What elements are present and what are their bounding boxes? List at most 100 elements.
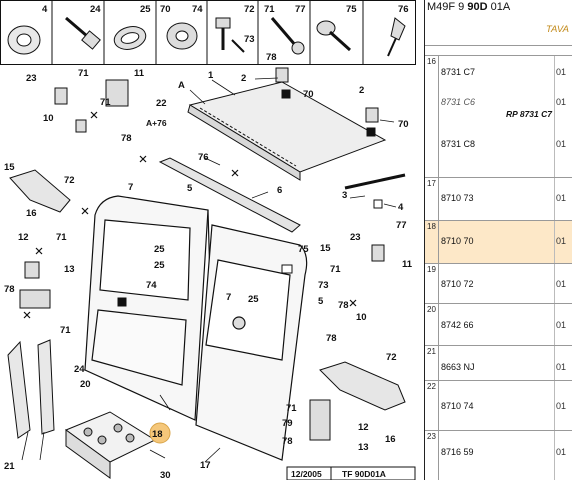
svg-text:72: 72 — [64, 175, 75, 186]
row-number: 23 — [427, 432, 436, 441]
svg-text:72: 72 — [244, 4, 255, 15]
svg-text:25: 25 — [154, 260, 165, 271]
part-qty: 01 — [556, 97, 567, 107]
svg-text:3: 3 — [342, 190, 347, 201]
svg-text:74: 74 — [192, 4, 203, 15]
svg-text:78: 78 — [282, 436, 293, 447]
svg-text:77: 77 — [295, 4, 306, 15]
table-row[interactable]: 22 8710 74 01 — [425, 380, 572, 430]
part-qty: 01 — [556, 401, 567, 411]
table-row[interactable]: 23 8716 59 01 — [425, 430, 572, 480]
svg-text:25: 25 — [140, 4, 151, 15]
part-qty: 01 — [556, 193, 567, 203]
column-divider — [438, 346, 439, 380]
table-row[interactable]: 21 8663 NJ 01 — [425, 345, 572, 380]
svg-text:2: 2 — [359, 85, 364, 96]
svg-text:71: 71 — [56, 232, 67, 243]
diagram-labels: 1 2 A 70 2 70 4 77 3 6 76 22 A+76 23 71 … — [4, 68, 413, 480]
column-divider — [554, 221, 555, 263]
svg-text:12: 12 — [18, 232, 29, 243]
part-ref[interactable]: 8742 66 — [441, 320, 474, 330]
left-rear-door — [84, 195, 215, 421]
replacement-ref: RP 8731 C7 — [506, 109, 552, 119]
diagram-svg: 4 24 25 70 74 72 71 77 75 76 73 78 — [0, 0, 416, 480]
brackets — [19, 67, 406, 441]
svg-text:2: 2 — [241, 73, 246, 84]
svg-text:78: 78 — [121, 133, 132, 144]
svg-text:24: 24 — [74, 364, 85, 375]
exploded-parts-diagram: 4 24 25 70 74 72 71 77 75 76 73 78 — [0, 0, 425, 480]
table-row[interactable]: 16 8731 C7 01 8731 C6 01 RP 8731 C7 8731… — [425, 55, 572, 177]
svg-text:17: 17 — [200, 460, 211, 471]
svg-text:22: 22 — [156, 98, 167, 109]
leader-lines — [21, 77, 397, 463]
part-ref[interactable]: 8663 NJ — [441, 362, 475, 372]
svg-text:16: 16 — [26, 208, 37, 219]
svg-text:71: 71 — [78, 68, 89, 79]
svg-text:A: A — [178, 80, 185, 91]
part-qty: 01 — [556, 236, 567, 246]
svg-text:15: 15 — [4, 162, 15, 173]
svg-text:71: 71 — [60, 325, 71, 336]
svg-text:74: 74 — [146, 280, 157, 291]
top-parts-strip — [0, 0, 416, 65]
header-prefix: M49F 9 — [427, 1, 465, 13]
column-divider — [438, 221, 439, 263]
svg-text:16: 16 — [385, 434, 396, 445]
svg-text:5: 5 — [318, 296, 324, 307]
roof-rail — [158, 157, 301, 233]
svg-text:75: 75 — [298, 244, 309, 255]
part-ref[interactable]: 8731 C7 — [441, 67, 476, 77]
row-number: 20 — [427, 305, 436, 314]
part-qty: 01 — [556, 139, 567, 149]
part-ref[interactable]: 8731 C6 — [441, 97, 476, 107]
column-divider — [438, 381, 439, 430]
svg-text:TF 90D01A: TF 90D01A — [342, 469, 386, 479]
svg-text:18: 18 — [152, 429, 163, 440]
part-ref[interactable]: 8710 70 — [441, 236, 474, 246]
svg-text:10: 10 — [43, 113, 54, 124]
svg-text:70: 70 — [398, 119, 409, 130]
svg-text:13: 13 — [358, 442, 369, 453]
part-ref[interactable]: 8710 72 — [441, 279, 474, 289]
svg-text:A+76: A+76 — [146, 118, 167, 128]
part-ref[interactable]: 8716 59 — [441, 447, 474, 457]
svg-text:20: 20 — [80, 379, 91, 390]
column-divider — [554, 431, 555, 480]
column-divider — [554, 56, 555, 177]
svg-text:12/2005: 12/2005 — [291, 469, 322, 479]
table-row-selected[interactable]: 18 8710 70 01 — [425, 220, 572, 263]
svg-text:4: 4 — [42, 4, 48, 15]
svg-text:10: 10 — [356, 312, 367, 323]
table-row[interactable]: 19 8710 72 01 — [425, 263, 572, 303]
right-rear-door — [195, 224, 308, 461]
svg-text:13: 13 — [64, 264, 75, 275]
callout-18: 18 — [149, 422, 171, 444]
left-pillars — [7, 339, 55, 439]
svg-text:73: 73 — [318, 280, 329, 291]
row-number: 18 — [427, 222, 436, 231]
catalog-reference-header: M49F 9 90D 01A — [425, 0, 572, 14]
svg-text:71: 71 — [286, 403, 297, 414]
column-divider — [554, 178, 555, 220]
part-ref[interactable]: 8710 73 — [441, 193, 474, 203]
header-bold: 90D — [467, 1, 488, 13]
svg-text:71: 71 — [330, 264, 341, 275]
table-row[interactable]: 17 8710 73 01 — [425, 177, 572, 220]
part-ref[interactable]: 8731 C8 — [441, 139, 476, 149]
diagram-footer: 12/2005 TF 90D01A — [286, 466, 416, 480]
column-divider — [438, 431, 439, 480]
column-divider — [554, 346, 555, 380]
part-ref[interactable]: 8710 74 — [441, 401, 474, 411]
table-row[interactable]: 20 8742 66 01 — [425, 303, 572, 345]
svg-text:75: 75 — [346, 4, 357, 15]
part-qty: 01 — [556, 362, 567, 372]
hinge-strap-right — [9, 169, 406, 411]
svg-text:70: 70 — [303, 89, 314, 100]
column-divider — [554, 264, 555, 303]
column-divider — [438, 264, 439, 303]
svg-text:71: 71 — [264, 4, 275, 15]
column-divider — [438, 56, 439, 177]
svg-text:21: 21 — [4, 461, 15, 472]
svg-text:25: 25 — [248, 294, 259, 305]
